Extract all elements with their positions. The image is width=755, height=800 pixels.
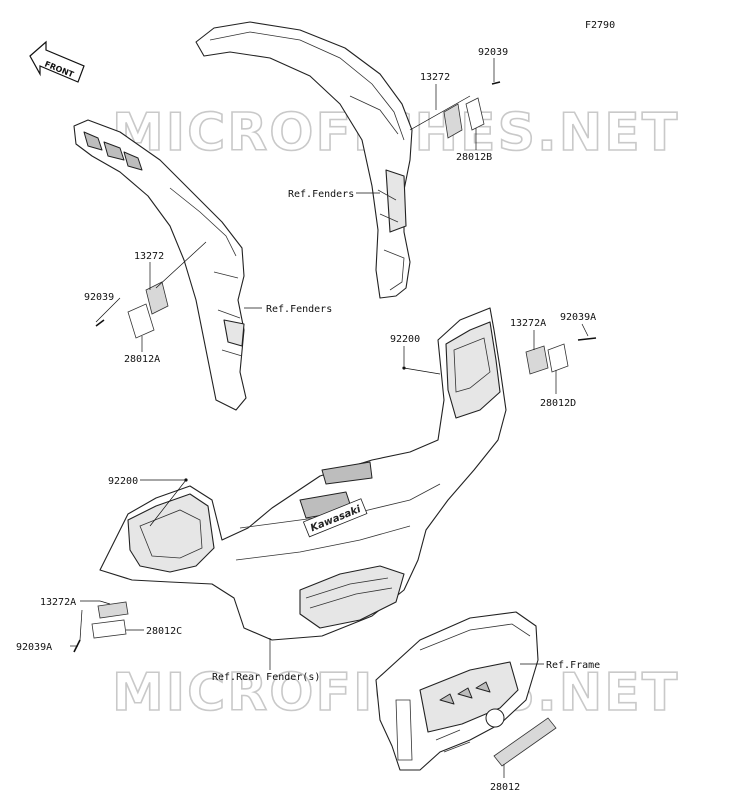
ref-fenders-left: Ref.Fenders — [266, 304, 332, 315]
pin-92039A-right — [577, 337, 597, 341]
pin-92039-left — [95, 319, 105, 327]
decal-28012A — [127, 303, 155, 339]
front-arrow-icon: FRONT — [29, 40, 85, 83]
decal-13272A-right — [525, 345, 549, 375]
decal-28012 — [493, 717, 557, 767]
decal-28012D — [547, 343, 569, 373]
decal-13272-left — [145, 281, 169, 315]
callout-92039-top: 92039 — [478, 47, 508, 58]
decal-13272-top — [443, 103, 463, 139]
ref-rear-fender: Ref.Rear Fender(s) — [212, 672, 320, 683]
callout-92039A-right: 92039A — [560, 312, 596, 323]
rear-fender-assembly: Kawasaki — [99, 307, 507, 641]
callout-92039-left: 92039 — [84, 292, 114, 303]
decal-13272A-left — [97, 601, 129, 619]
callout-13272-left: 13272 — [134, 251, 164, 262]
callout-28012D: 28012D — [540, 398, 576, 409]
leader-lines — [70, 58, 589, 778]
figure-code: F2790 — [585, 20, 615, 31]
fender-top-center — [195, 21, 413, 299]
callout-28012C: 28012C — [146, 626, 182, 637]
fender-left — [73, 119, 247, 411]
frame-section — [375, 611, 539, 771]
decal-28012B — [465, 97, 485, 131]
callout-28012A: 28012A — [124, 354, 160, 365]
callout-13272A-right: 13272A — [510, 318, 546, 329]
callout-28012B: 28012B — [456, 152, 492, 163]
ref-frame: Ref.Frame — [546, 660, 600, 671]
decal-28012C — [91, 619, 127, 639]
callout-92200-right: 92200 — [390, 334, 420, 345]
callout-28012: 28012 — [490, 782, 520, 793]
callout-92039A-left: 92039A — [16, 642, 52, 653]
brand-decal — [302, 498, 368, 538]
callout-13272-top: 13272 — [420, 72, 450, 83]
ref-fenders-top: Ref.Fenders — [288, 189, 354, 200]
callout-92200-left: 92200 — [108, 476, 138, 487]
pin-92039-top — [491, 81, 501, 85]
callout-13272A-left: 13272A — [40, 597, 76, 608]
